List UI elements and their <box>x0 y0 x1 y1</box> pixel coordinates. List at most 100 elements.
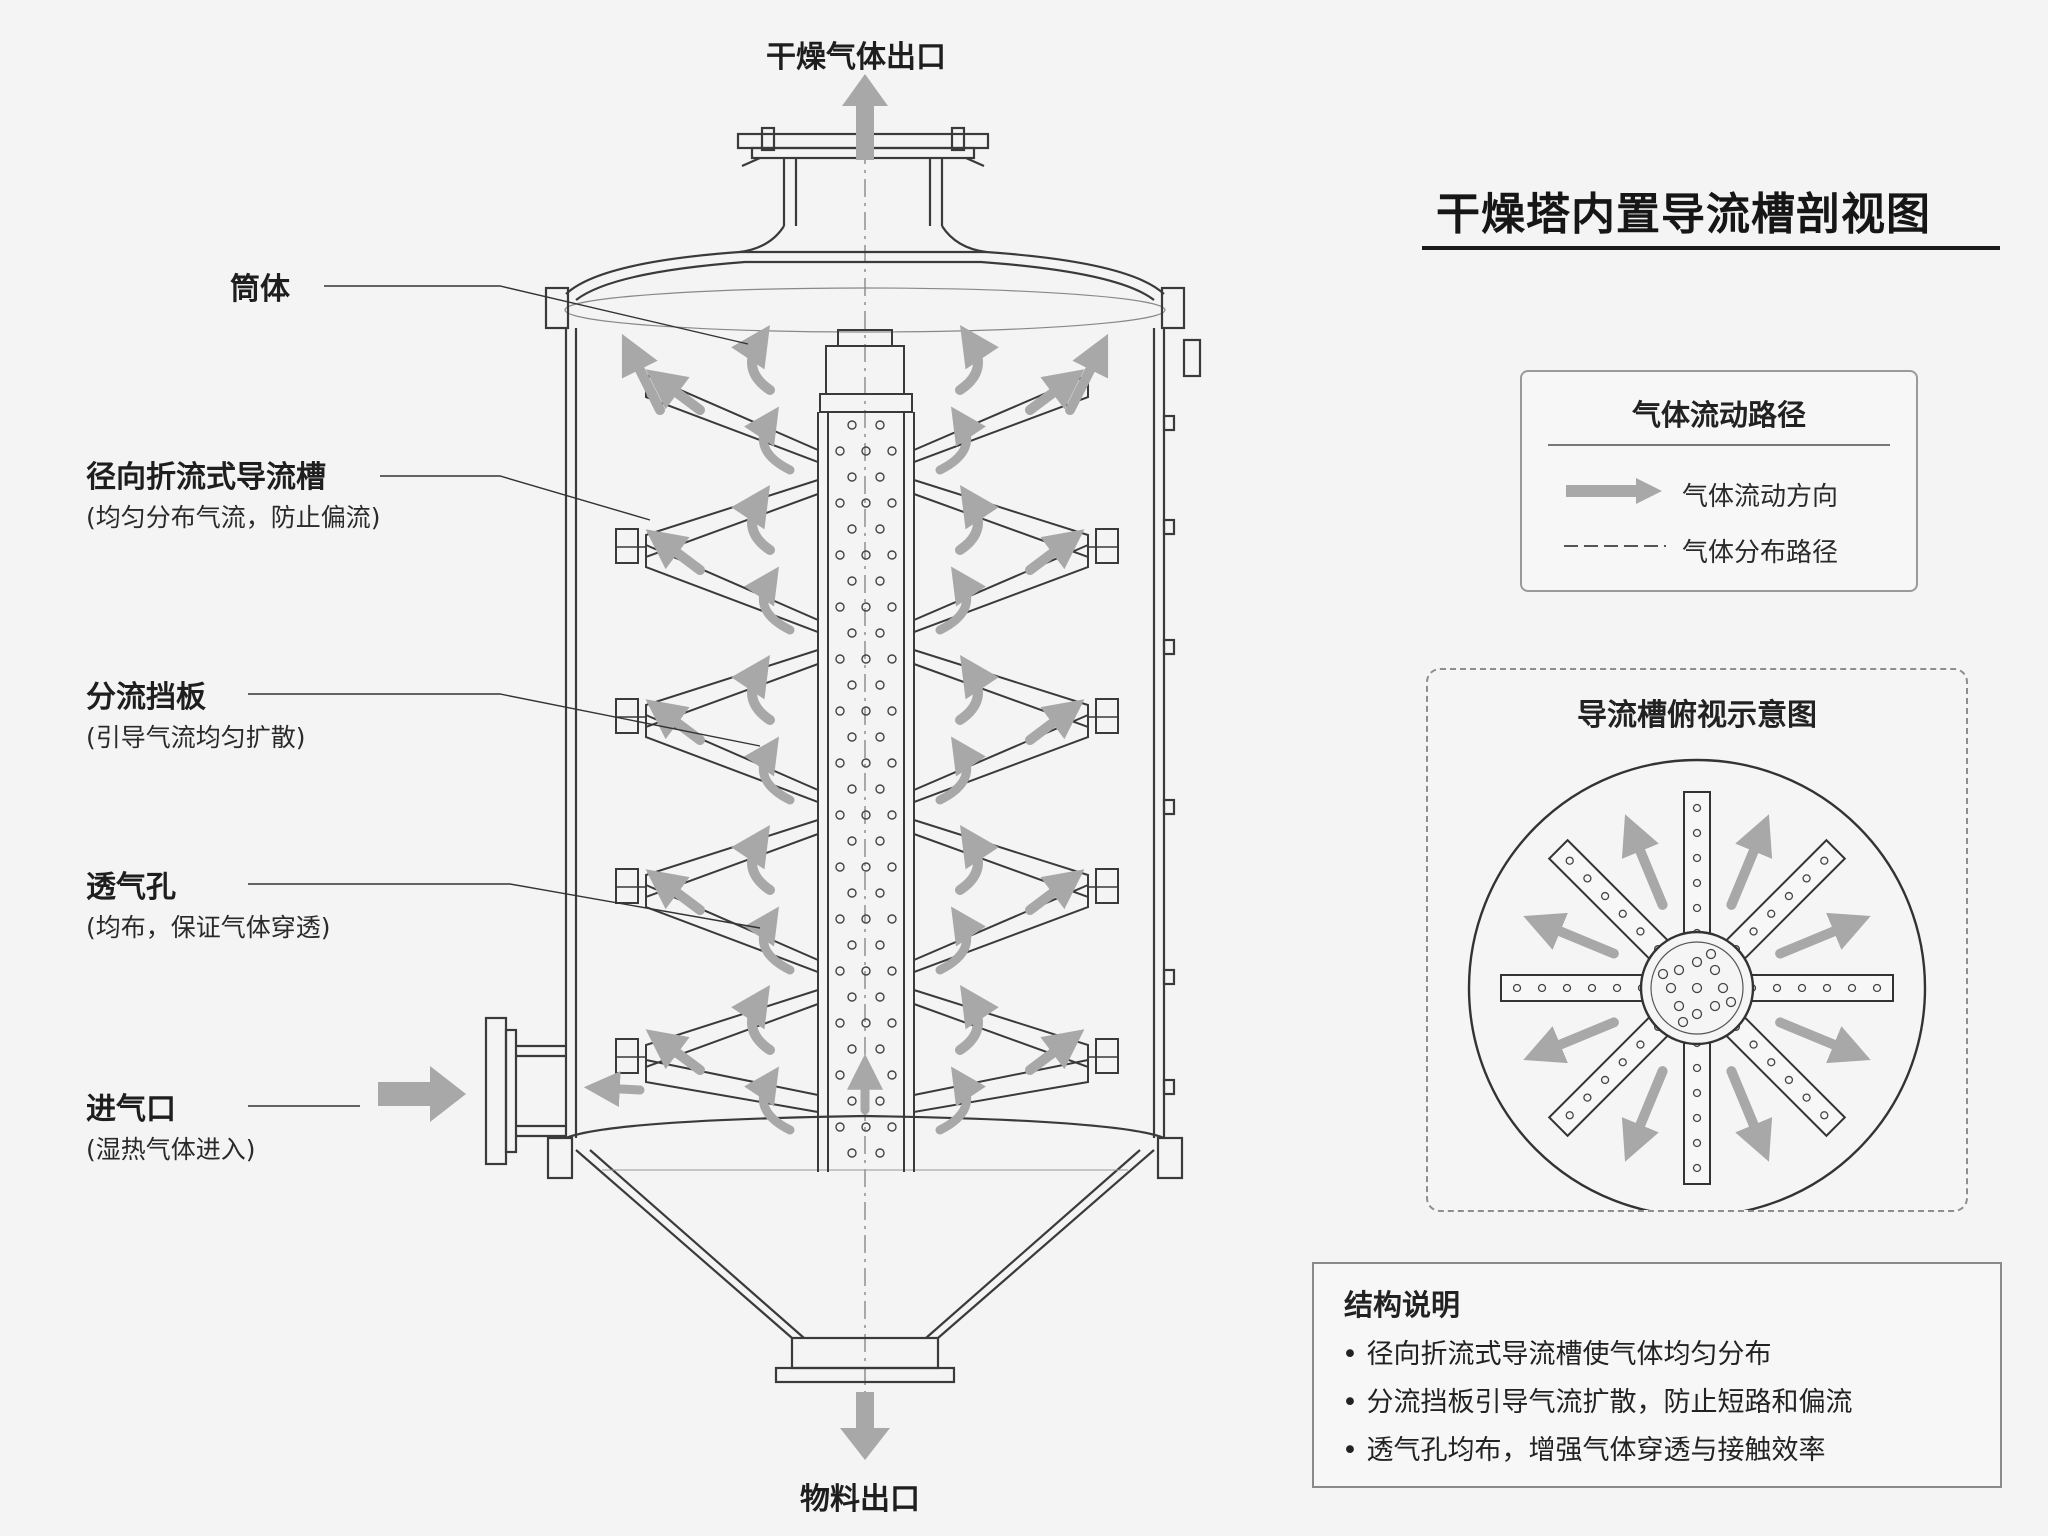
guide-channel-plate <box>913 883 1089 974</box>
vent-hole <box>847 836 857 846</box>
vent-hole <box>887 550 897 560</box>
callout-radial-channel-label: 径向折流式导流槽 <box>86 460 326 495</box>
radial-arrow <box>1621 814 1668 910</box>
flow-arrow <box>1025 369 1085 415</box>
gray-arrow-icon <box>1566 478 1662 504</box>
radial-arrow <box>1775 1017 1871 1064</box>
title-underline <box>1422 246 2000 250</box>
flow-arrow <box>955 655 999 725</box>
flow-arrow <box>955 485 999 555</box>
arm-hole <box>1636 927 1645 936</box>
vent-hole <box>887 914 897 924</box>
vent-hole <box>887 966 897 976</box>
flow-arrow <box>1025 1029 1085 1075</box>
radial-arrow-shaft <box>1621 1066 1668 1162</box>
legend-item-distribution-path: 气体分布路径 <box>1682 538 1839 568</box>
vent-hole <box>861 654 871 664</box>
top-view-title: 导流槽俯视示意图 <box>1577 698 1817 733</box>
vent-hole <box>861 1122 871 1132</box>
tube-vent-holes <box>835 420 897 1158</box>
arm-hole <box>1692 1138 1702 1148</box>
vent-hole <box>835 446 845 456</box>
center-hole <box>1717 982 1729 994</box>
baffle-end-cap <box>1095 698 1119 734</box>
arm-hole <box>1749 1040 1758 1049</box>
vent-hole <box>835 602 845 612</box>
baffle-end-cap <box>615 698 639 734</box>
vent-hole <box>847 1044 857 1054</box>
arm-hole <box>1692 1163 1702 1173</box>
baffle-end-cap <box>615 528 639 564</box>
vent-hole <box>887 706 897 716</box>
flow-arrow <box>744 906 795 975</box>
leader-vent-holes <box>248 883 761 929</box>
radial-arrow-shaft <box>1726 1066 1773 1162</box>
top-view-center-holes <box>1657 948 1737 1028</box>
legend-panel: 气体流动路径 气体流动方向 气体分布路径 <box>1520 370 1918 592</box>
top-view-drawing <box>1467 758 1927 1210</box>
guide-channel-plate <box>645 1058 819 1114</box>
channel-arm <box>1732 974 1894 1002</box>
flow-arrow <box>935 736 986 805</box>
channel-arm-plate <box>1683 1023 1711 1185</box>
note-item: • 透气孔均布，增强气体穿透与接触效率 <box>1342 1435 1826 1466</box>
center-hole <box>1691 956 1703 968</box>
discharge-down-arrow <box>840 1392 890 1460</box>
vent-hole <box>847 420 857 430</box>
arm-hole <box>1820 1111 1829 1120</box>
arm-hole <box>1692 853 1702 863</box>
vent-hole <box>887 862 897 872</box>
flow-arrow <box>1025 869 1085 915</box>
notes-title: 结构说明 <box>1344 1288 1461 1322</box>
flow-arrow <box>731 985 775 1055</box>
center-hole <box>1725 996 1737 1008</box>
vent-hole <box>861 1018 871 1028</box>
bottom-cone <box>546 1114 1184 1384</box>
radial-arrow <box>1726 1066 1773 1162</box>
callout-inlet-label: 进气口 <box>86 1092 176 1127</box>
vent-hole <box>887 810 897 820</box>
leader-baffle <box>248 693 761 747</box>
radial-guide-channels <box>615 373 1119 1114</box>
vent-hole <box>861 706 871 716</box>
arm-hole <box>1636 1040 1645 1049</box>
arm-hole <box>1618 909 1627 918</box>
vent-hole <box>835 914 845 924</box>
radial-arrow-shaft <box>1775 912 1871 959</box>
arm-hole <box>1600 891 1610 901</box>
vent-hole <box>835 1070 845 1080</box>
radial-arrow <box>1523 1017 1619 1064</box>
radial-arrow-shaft <box>1523 912 1619 959</box>
vent-hole <box>861 550 871 560</box>
center-hole <box>1677 1016 1689 1028</box>
diagram-title: 干燥塔内置导流槽剖视图 <box>1436 189 1931 240</box>
vent-hole <box>847 784 857 794</box>
shell-body <box>564 328 1176 1138</box>
vent-hole <box>835 550 845 560</box>
center-hole <box>1691 1008 1703 1020</box>
flow-arrow <box>731 485 775 555</box>
arm-hole <box>1512 983 1522 993</box>
arm-hole <box>1749 927 1758 936</box>
flow-arrow <box>731 655 775 725</box>
vent-hole <box>835 1018 845 1028</box>
vent-hole <box>861 914 871 924</box>
arm-hole <box>1872 983 1882 993</box>
arm-hole <box>1820 856 1829 865</box>
flow-arrow <box>645 369 705 415</box>
arm-hole <box>1692 878 1702 888</box>
arm-hole <box>1847 983 1857 993</box>
arm-hole <box>1612 983 1622 993</box>
guide-channel-plate <box>913 543 1089 634</box>
arm-hole <box>1583 874 1592 883</box>
arm-hole <box>1618 1058 1627 1067</box>
center-hole <box>1705 948 1717 960</box>
flow-arrow <box>583 1071 645 1107</box>
vent-hole <box>887 602 897 612</box>
top-view-shell <box>1467 758 1927 1210</box>
vent-hole <box>847 524 857 534</box>
dashed-line-icon <box>1564 545 1666 547</box>
baffle-end-cap <box>1095 1038 1119 1074</box>
structure-notes-panel: 结构说明 • 径向折流式导流槽使气体均匀分布 • 分流挡板引导气流扩散，防止短路… <box>1312 1262 2002 1488</box>
arm-hole <box>1565 1111 1574 1120</box>
